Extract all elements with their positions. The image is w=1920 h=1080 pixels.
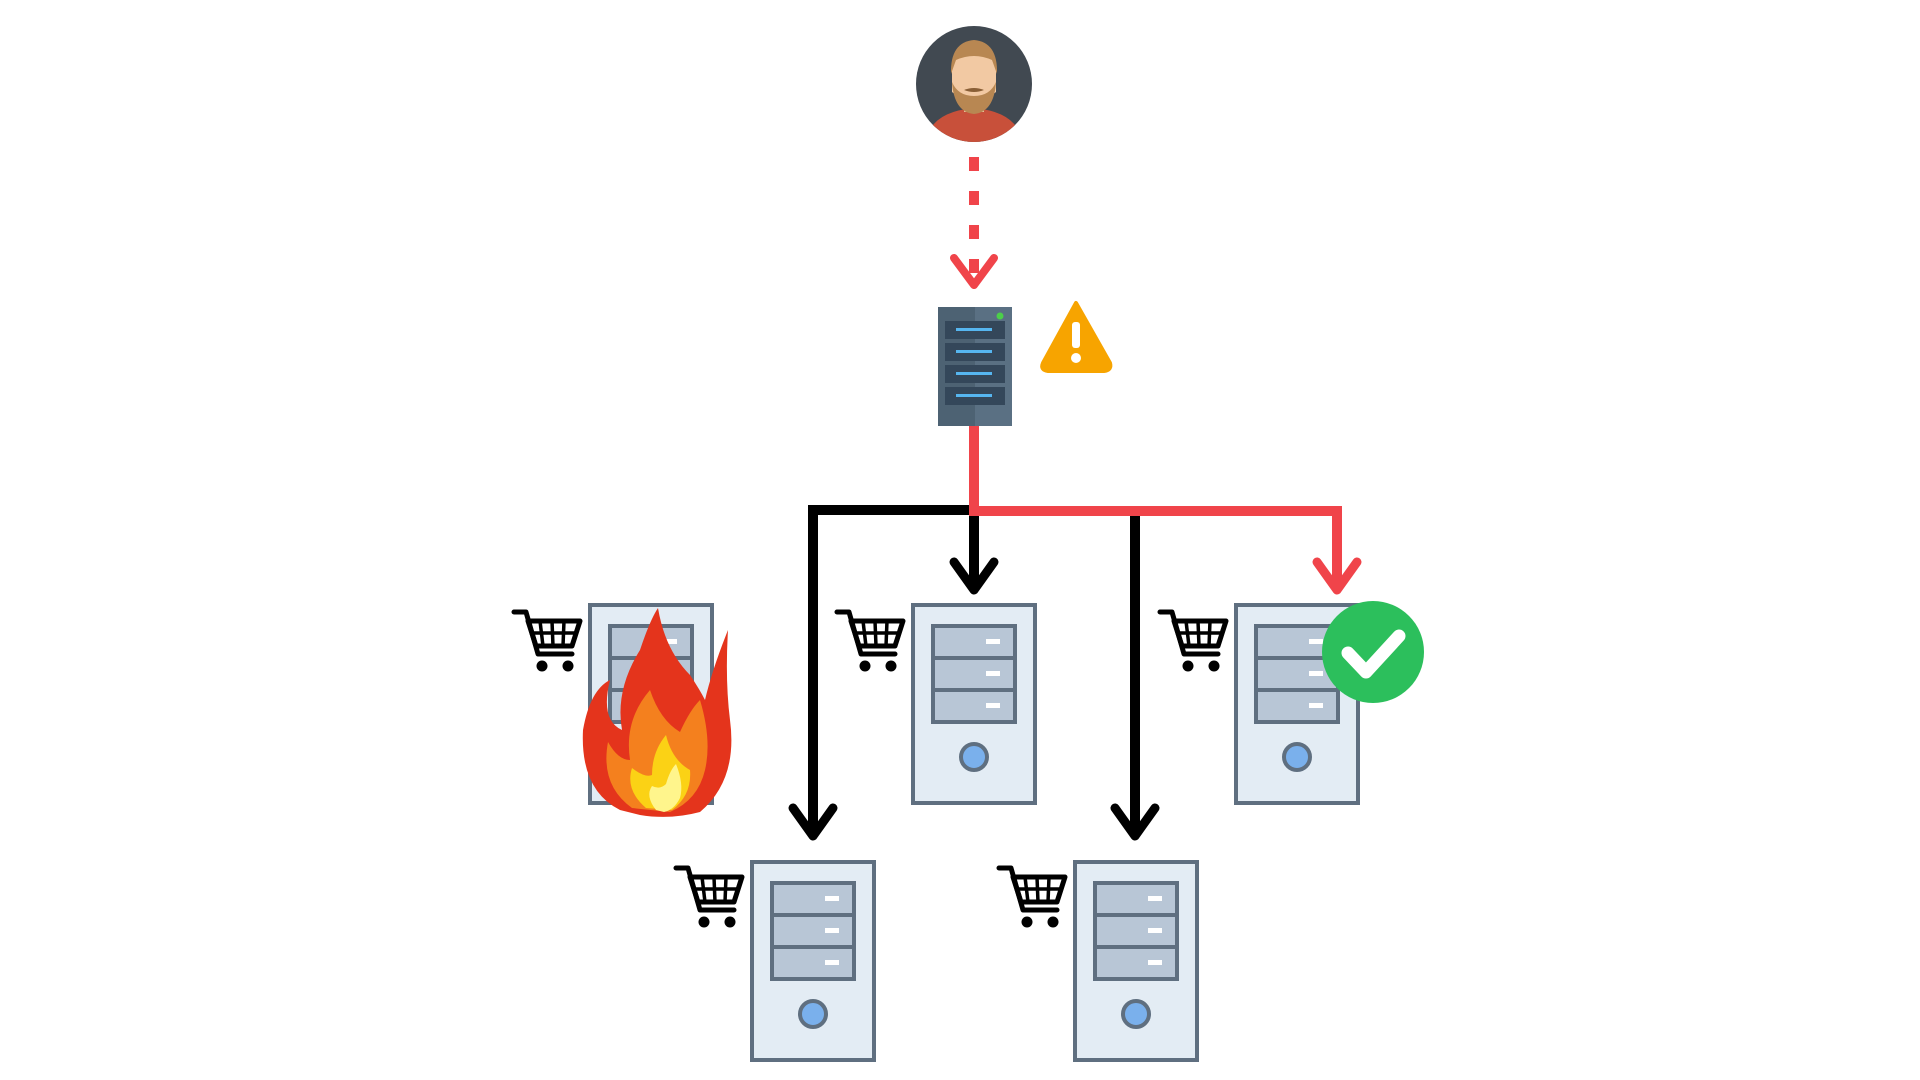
cart-icon <box>676 868 742 928</box>
user-avatar <box>916 26 1032 142</box>
shop-server-2 <box>837 603 1037 805</box>
request-arrow <box>950 157 998 289</box>
cart-icon <box>1160 612 1226 672</box>
cart-icon <box>514 612 580 672</box>
warning-icon <box>1040 301 1113 373</box>
load-balancer-server-icon <box>938 307 1012 426</box>
check-icon <box>1322 601 1424 703</box>
shop-server-5 <box>999 860 1199 1062</box>
cart-icon <box>837 612 903 672</box>
fire-icon <box>582 608 732 817</box>
arrowhead-server-2 <box>949 557 999 595</box>
shop-server-4 <box>676 860 876 1062</box>
arrowhead-server-5 <box>1110 803 1160 841</box>
arrowhead-server-3 <box>1312 557 1362 595</box>
routing-lines <box>788 426 1362 841</box>
shop-server-1 <box>514 603 732 817</box>
cart-icon <box>999 868 1065 928</box>
arrowhead-server-4 <box>788 803 838 841</box>
shop-server-3 <box>1160 601 1424 805</box>
